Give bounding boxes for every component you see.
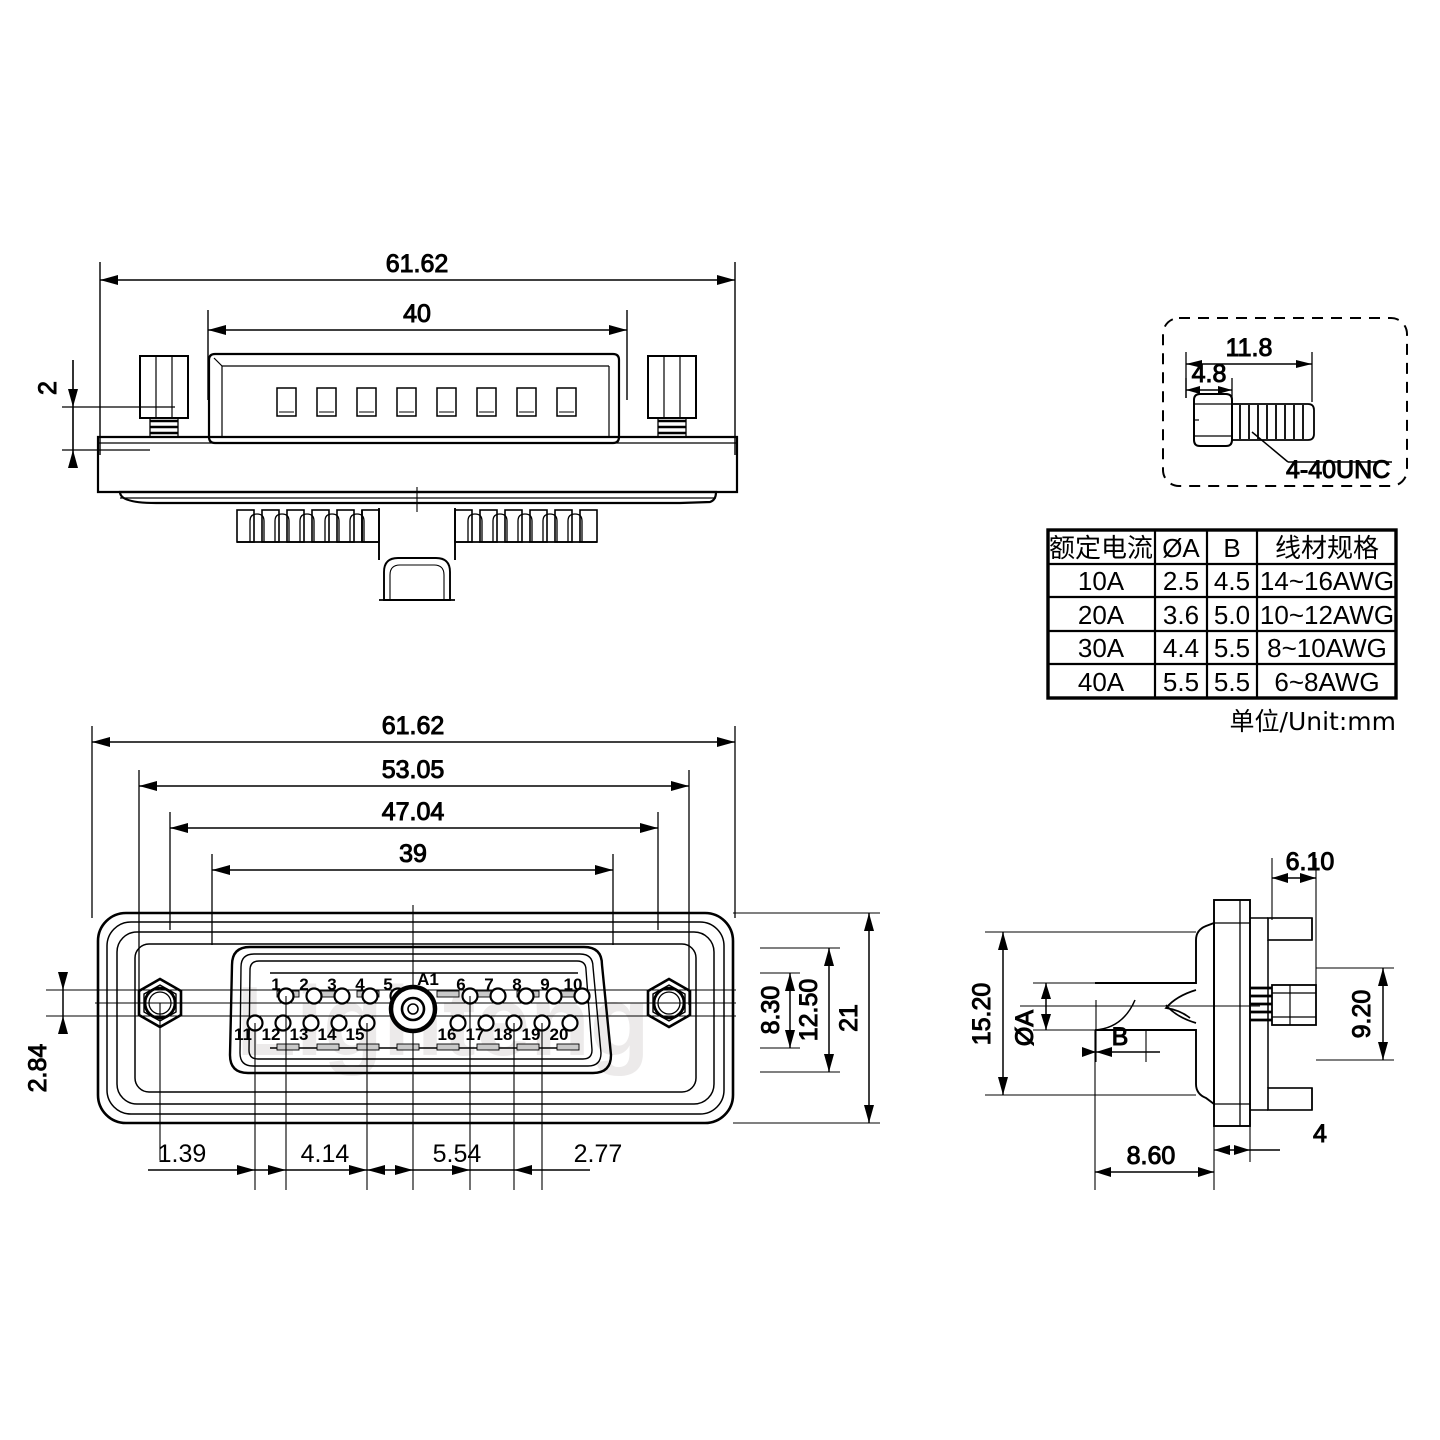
dim-screw-total-length-label: 11.8 <box>1226 334 1273 362</box>
jackscrew-left-side <box>139 355 189 438</box>
dim-pin1-to-pin11-label: 4.14 <box>301 1140 350 1168</box>
pin-row-top <box>277 987 591 1005</box>
cell-current: 20A <box>1078 600 1125 630</box>
pin-label-6: 6 <box>456 975 465 994</box>
pin-label-8: 8 <box>512 975 521 994</box>
dim-body-depth-label: 8.60 <box>1127 1142 1176 1170</box>
table-row: 20A 3.6 5.0 10~12AWG <box>1078 600 1394 630</box>
dim-contact-height-label: 15.20 <box>968 983 996 1046</box>
dim-screw-head-length-label: 4.8 <box>1192 360 1227 388</box>
dim-pin-row-pitch-label: 8.30 <box>757 986 785 1035</box>
unit-note-label: 单位/Unit:mm <box>1230 707 1396 736</box>
cross-section-side-view: 15.20 ØA B <box>968 848 1394 1190</box>
pin-label-1: 1 <box>271 975 280 994</box>
dim-screw-centers-label: 53.05 <box>382 756 445 784</box>
cell-phiA: 5.5 <box>1163 667 1199 697</box>
cell-B: 5.5 <box>1214 667 1250 697</box>
cell-current: 40A <box>1078 667 1125 697</box>
cell-current: 10A <box>1078 566 1125 596</box>
pin-label-16: 16 <box>438 1025 457 1044</box>
table-header-phiA: ØA <box>1162 533 1200 563</box>
jackscrew-side-section <box>1250 984 1317 1026</box>
dim-shell-height-label: 12.50 <box>795 979 823 1042</box>
power-pin-label-a1: A1 <box>417 970 439 989</box>
dim-shell-width-label: 47.04 <box>382 798 445 826</box>
thread-callout-label: 4-40UNC <box>1286 456 1390 484</box>
dshell-outline <box>228 945 613 1075</box>
wire-spec-table: 额定电流 ØA B 线材规格 10A 2.5 4.5 14~16AWG 20A … <box>1046 528 1398 736</box>
pin-label-18: 18 <box>494 1025 513 1044</box>
dim-flange-thickness-label: 2 <box>34 381 62 395</box>
table-row: 30A 4.4 5.5 8~10AWG <box>1078 633 1387 663</box>
pin-label-11: 11 <box>234 1025 252 1044</box>
dim-overall-width-label: 61.62 <box>386 250 449 278</box>
pin-label-19: 19 <box>522 1025 541 1044</box>
cell-B: 5.5 <box>1214 633 1250 663</box>
side-elevation-view: 61.62 40 2 <box>34 250 739 601</box>
table-header-wire: 线材规格 <box>1275 534 1379 564</box>
dim-screw-offset-label: 2.84 <box>24 1044 52 1093</box>
dim-overall-length-label: 61.62 <box>382 712 445 740</box>
pin-label-12: 12 <box>262 1025 281 1044</box>
dim-edge-to-pin1-label: 1.39 <box>158 1140 207 1168</box>
dim-screw-head-height-label: 9.20 <box>1348 990 1376 1039</box>
table-header-current: 额定电流 <box>1049 534 1153 564</box>
pin-label-14: 14 <box>318 1025 337 1044</box>
cell-wire: 6~8AWG <box>1274 667 1379 697</box>
dim-bore-depth-label: B <box>1112 1023 1129 1051</box>
cell-phiA: 3.6 <box>1163 600 1199 630</box>
dim-mount-span-label: 39 <box>399 840 427 868</box>
table-row: 10A 2.5 4.5 14~16AWG <box>1078 566 1394 596</box>
pin-label-4: 4 <box>355 975 365 994</box>
detail-callout-border <box>1162 317 1408 487</box>
pin-label-20: 20 <box>550 1025 569 1044</box>
jackscrew-detail-callout: 11.8 4.8 <box>1162 317 1408 487</box>
pin-label-2: 2 <box>299 975 308 994</box>
cell-phiA: 4.4 <box>1163 633 1199 663</box>
table-header-B: B <box>1223 533 1240 563</box>
cell-wire: 14~16AWG <box>1260 566 1394 596</box>
cell-current: 30A <box>1078 633 1125 663</box>
front-face-view: 61.62 53.05 47.04 39 <box>24 712 880 1190</box>
pin-label-5: 5 <box>383 975 392 994</box>
pin-tails-group <box>236 509 598 543</box>
pin-label-13: 13 <box>290 1025 309 1044</box>
flange-outline <box>96 911 735 1125</box>
pin-label-10: 10 <box>564 975 583 994</box>
dim-flange-depth-label: 4 <box>1313 1120 1327 1148</box>
dim-pin15-to-center-label: 5.54 <box>433 1140 482 1168</box>
jackscrew-right-side <box>647 355 697 438</box>
power-contact-a1 <box>388 984 438 1034</box>
dim-overall-height-label: 21 <box>835 1004 863 1032</box>
power-contact-tail <box>378 508 456 601</box>
cell-B: 4.5 <box>1214 566 1250 596</box>
dim-screw-length-label: 6.10 <box>1286 848 1335 876</box>
cell-wire: 10~12AWG <box>1260 600 1394 630</box>
cell-B: 5.0 <box>1214 600 1250 630</box>
pin-label-15: 15 <box>346 1025 365 1044</box>
dim-pin-pitch-right-label: 2.77 <box>574 1140 623 1168</box>
pin-label-9: 9 <box>540 975 549 994</box>
dim-body-width-label: 40 <box>403 300 431 328</box>
cell-wire: 8~10AWG <box>1267 633 1387 663</box>
dim-bore-diameter-label: ØA <box>1011 1010 1039 1046</box>
table-row: 40A 5.5 5.5 6~8AWG <box>1078 667 1380 697</box>
pin-label-17: 17 <box>466 1025 485 1044</box>
cell-phiA: 2.5 <box>1163 566 1199 596</box>
pin-label-3: 3 <box>327 975 336 994</box>
pin-label-7: 7 <box>484 975 493 994</box>
